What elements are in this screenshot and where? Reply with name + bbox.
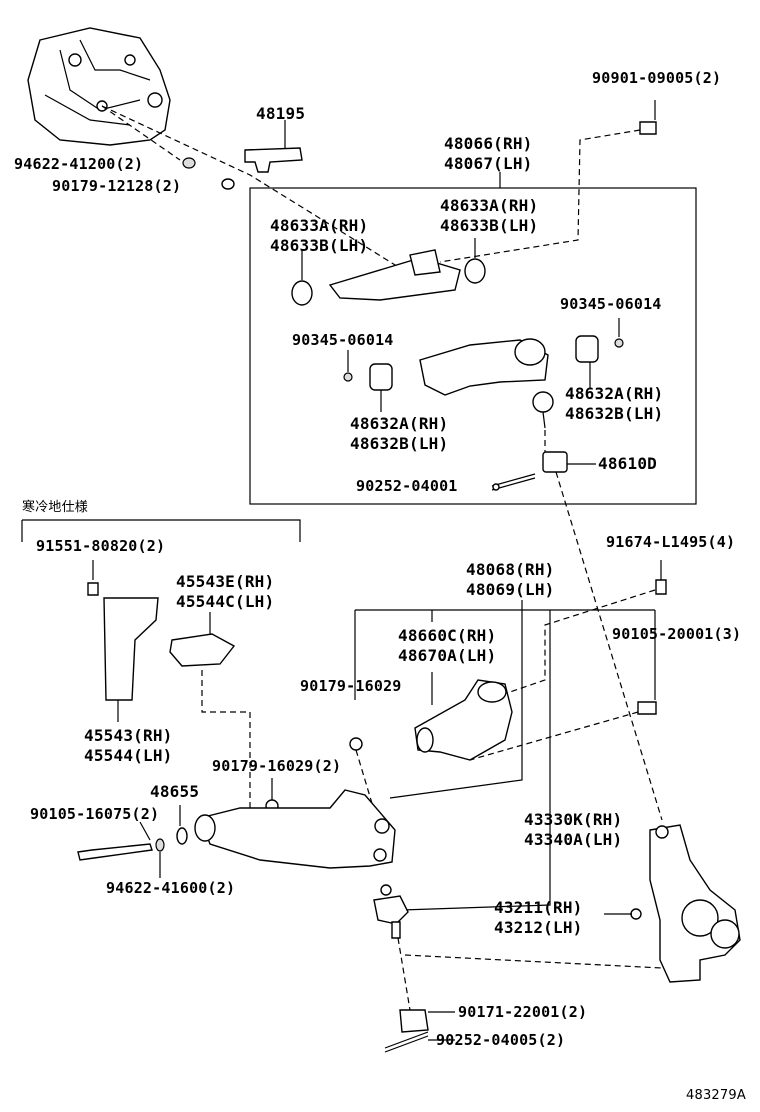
bushing-48655 [176, 827, 188, 845]
label-90252-04001: 90252-04001 [356, 477, 458, 495]
label-90179-16029: 90179-16029 [300, 677, 402, 695]
label-90179-16029-2: 90179-16029(2) [212, 757, 342, 775]
label-43330k: 43330K(RH) [524, 810, 623, 829]
label-cold-spec: 寒冷地仕様 [22, 500, 89, 515]
nut-90179-12128 [221, 178, 235, 190]
label-48066: 48066(RH) [444, 134, 533, 153]
label-48633b-right: 48633B(LH) [440, 216, 539, 235]
label-48067: 48067(LH) [444, 154, 533, 173]
label-91551: 91551-80820(2) [36, 537, 166, 555]
label-90105-20001: 90105-20001(3) [612, 625, 742, 643]
label-48610d: 48610D [598, 454, 657, 473]
bolt-91551 [87, 582, 99, 596]
label-43340a: 43340A(LH) [524, 830, 623, 849]
label-45544: 45544(LH) [84, 746, 173, 765]
label-91674: 91674-L1495(4) [606, 533, 736, 551]
bolt-90105-20001 [637, 701, 657, 715]
ball-joint-43330k-drawing [373, 884, 409, 939]
label-45543e: 45543E(RH) [176, 572, 275, 591]
cotter-pin-90252-04005 [384, 1031, 455, 1053]
label-43211: 43211(RH) [494, 898, 583, 917]
label-48632a-right: 48632A(RH) [565, 384, 664, 403]
bushing-48632-left [369, 363, 393, 391]
label-48632b-left: 48632B(LH) [350, 434, 449, 453]
nut-90171-22001 [399, 1009, 429, 1033]
label-90179-12128: 90179-12128(2) [52, 177, 182, 195]
label-90105-16075: 90105-16075(2) [30, 805, 160, 823]
nut-90345-left [343, 372, 353, 382]
nut-90179-16029 [349, 737, 363, 751]
bolt-90901 [639, 121, 657, 135]
label-90345-left: 90345-06014 [292, 331, 394, 349]
upper-arm-group-box [249, 187, 697, 505]
label-90171: 90171-22001(2) [458, 1003, 588, 1021]
upper-arm-48066-drawing [419, 338, 554, 429]
washer-94622-41200 [182, 157, 196, 169]
boot-48610d [542, 451, 568, 473]
label-94622-41200: 94622-41200(2) [14, 155, 144, 173]
bushing-48632-right [575, 335, 599, 363]
label-48632a-left: 48632A(RH) [350, 414, 449, 433]
bracket-45543 [103, 597, 159, 701]
label-48632b-right: 48632B(LH) [565, 404, 664, 423]
label-48670a: 48670A(LH) [398, 646, 497, 665]
label-90901: 90901-09005(2) [592, 69, 722, 87]
washer-94622-41600 [155, 838, 165, 852]
nut-90345-right [614, 338, 624, 348]
upper-arm-shaft-drawing [291, 249, 486, 306]
label-48633a-left: 48633A(RH) [270, 216, 369, 235]
frame-bracket-drawing [27, 27, 171, 146]
bracket-48660c-drawing [414, 679, 513, 761]
bolt-91674 [655, 579, 667, 595]
label-94622-41600: 94622-41600(2) [106, 879, 236, 897]
cover-45543e [169, 633, 236, 667]
plate-48195 [244, 147, 303, 173]
label-45543: 45543(RH) [84, 726, 173, 745]
lower-arm-48068-drawing [194, 789, 396, 869]
bolt-90105-16075 [77, 843, 153, 861]
label-90252-04005: 90252-04005(2) [436, 1031, 566, 1049]
label-45544c: 45544C(LH) [176, 592, 275, 611]
diagram-id: 483279A [686, 1088, 746, 1103]
label-48068: 48068(RH) [466, 560, 555, 579]
label-90345-right: 90345-06014 [560, 295, 662, 313]
label-48660c: 48660C(RH) [398, 626, 497, 645]
label-43212: 43212(LH) [494, 918, 583, 937]
label-48195: 48195 [256, 104, 306, 123]
label-48633a-right: 48633A(RH) [440, 196, 539, 215]
label-48655: 48655 [150, 782, 200, 801]
label-48069: 48069(LH) [466, 580, 555, 599]
label-48633b-left: 48633B(LH) [270, 236, 369, 255]
steering-knuckle-43211-drawing [630, 824, 741, 983]
